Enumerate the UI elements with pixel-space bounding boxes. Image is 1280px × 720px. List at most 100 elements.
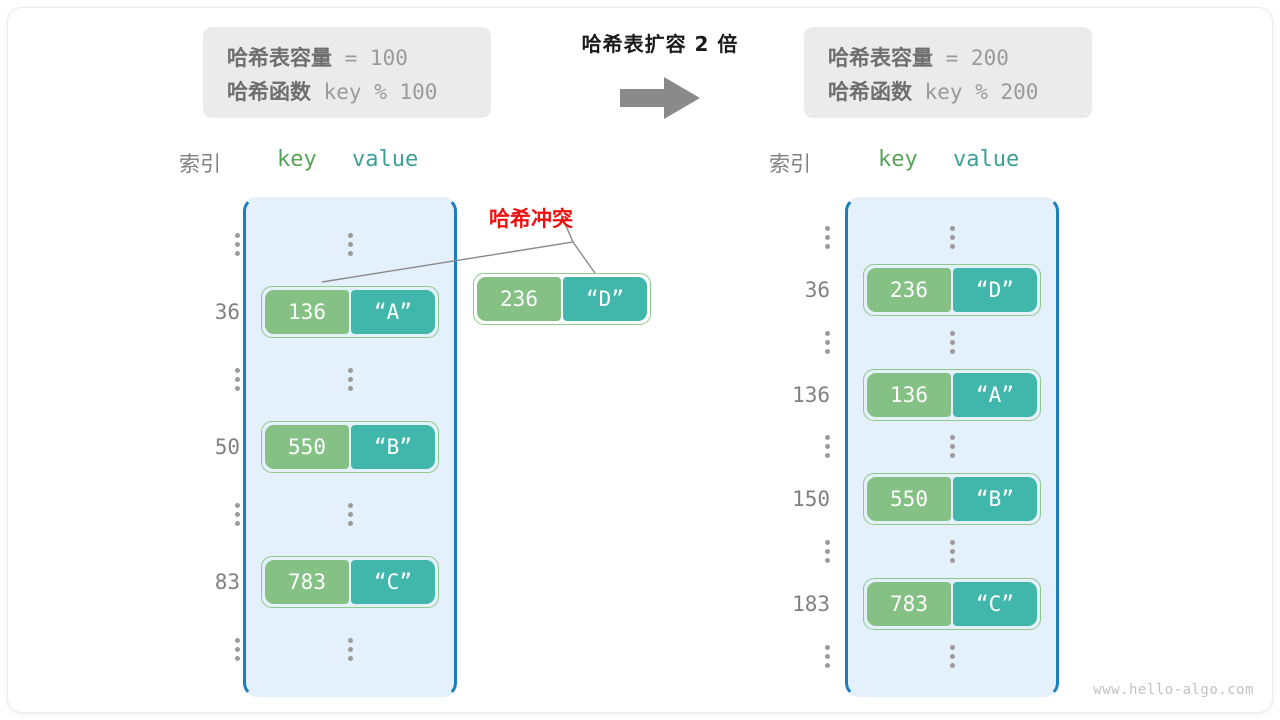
pair-key: 136 bbox=[867, 372, 951, 417]
vertical-ellipsis-icon bbox=[949, 645, 955, 669]
empty-slot bbox=[845, 421, 1059, 473]
value-header-right: value bbox=[953, 147, 1020, 172]
empty-slot bbox=[243, 481, 457, 548]
slot-column-before: 136“A” 550“B” 783“C” bbox=[243, 197, 457, 697]
vertical-ellipsis-icon bbox=[949, 435, 955, 459]
index-label: 136 bbox=[792, 382, 830, 407]
index-column-before: 36 50 83 bbox=[150, 197, 240, 697]
empty-slot bbox=[845, 526, 1059, 578]
key-header-left: key bbox=[277, 147, 317, 172]
pair-key: 550 bbox=[867, 477, 951, 522]
capacity-label-after: 哈希表容量 bbox=[828, 46, 933, 70]
index-label: 150 bbox=[792, 487, 830, 512]
capacity-value-before: = 100 bbox=[332, 46, 408, 70]
function-line-before: 哈希函数 key % 100 bbox=[227, 75, 467, 109]
capacity-value-after: = 200 bbox=[933, 46, 1009, 70]
table-row: 236“D” bbox=[845, 263, 1059, 316]
capacity-line-after: 哈希表容量 = 200 bbox=[828, 41, 1068, 75]
vertical-ellipsis-icon bbox=[235, 233, 240, 257]
pair-value: “A” bbox=[953, 372, 1037, 417]
pair-chip: 136“A” bbox=[261, 286, 439, 339]
index-ellipsis bbox=[740, 421, 830, 473]
pair-value: “C” bbox=[953, 582, 1037, 627]
floating-pair: 236 “D” bbox=[473, 273, 651, 325]
vertical-ellipsis-icon bbox=[347, 637, 353, 661]
vertical-ellipsis-icon bbox=[825, 645, 830, 669]
pair-chip: 783“C” bbox=[261, 555, 439, 608]
function-label-before: 哈希函数 bbox=[227, 80, 311, 104]
vertical-ellipsis-icon bbox=[949, 225, 955, 249]
pair-key: 783 bbox=[867, 582, 951, 627]
index-ellipsis bbox=[740, 631, 830, 683]
index-header-right: 索引 bbox=[769, 152, 811, 176]
table-row: 783“C” bbox=[243, 548, 457, 615]
index-ellipsis bbox=[740, 316, 830, 368]
pair-value: “D” bbox=[563, 277, 647, 321]
index-ellipsis bbox=[150, 616, 240, 683]
index-ellipsis bbox=[150, 346, 240, 413]
index-ellipsis bbox=[150, 211, 240, 278]
vertical-ellipsis-icon bbox=[949, 540, 955, 564]
empty-slot bbox=[845, 631, 1059, 683]
table-row: 136“A” bbox=[845, 368, 1059, 421]
right-arrow-icon bbox=[520, 75, 800, 121]
index-label: 83 bbox=[214, 569, 240, 594]
pair-key: 783 bbox=[265, 559, 349, 604]
pair-value: “C” bbox=[351, 559, 435, 604]
table-row: 136“A” bbox=[243, 278, 457, 345]
function-label-after: 哈希函数 bbox=[828, 80, 912, 104]
table-row: 550“B” bbox=[243, 413, 457, 480]
pair-key: 236 bbox=[867, 267, 951, 312]
capacity-label-before: 哈希表容量 bbox=[227, 46, 332, 70]
empty-slot bbox=[243, 346, 457, 413]
capacity-line-before: 哈希表容量 = 100 bbox=[227, 41, 467, 75]
collision-label: 哈希冲突 bbox=[489, 207, 573, 231]
page-frame bbox=[8, 8, 1272, 712]
pair-chip: 136“A” bbox=[863, 368, 1041, 421]
vertical-ellipsis-icon bbox=[347, 502, 353, 526]
function-value-before: key % 100 bbox=[311, 80, 438, 104]
index-ellipsis bbox=[150, 481, 240, 548]
transition-group: 哈希表扩容 2 倍 bbox=[520, 28, 800, 121]
vertical-ellipsis-icon bbox=[825, 540, 830, 564]
index-label: 36 bbox=[804, 277, 830, 302]
empty-slot bbox=[845, 211, 1059, 263]
empty-slot bbox=[845, 316, 1059, 368]
table-row: 783“C” bbox=[845, 578, 1059, 631]
vertical-ellipsis-icon bbox=[235, 637, 240, 661]
vertical-ellipsis-icon bbox=[235, 368, 240, 392]
index-ellipsis bbox=[740, 526, 830, 578]
vertical-ellipsis-icon bbox=[825, 435, 830, 459]
pair-chip: 550“B” bbox=[863, 473, 1041, 526]
pair-chip: 783“C” bbox=[863, 578, 1041, 631]
transition-label: 哈希表扩容 2 倍 bbox=[581, 32, 739, 56]
slot-column-after: 236“D” 136“A” 550“B” 783“C” bbox=[845, 197, 1059, 697]
pair-value: “B” bbox=[953, 477, 1037, 522]
index-label: 50 bbox=[214, 434, 240, 459]
empty-slot bbox=[243, 616, 457, 683]
empty-slot bbox=[243, 211, 457, 278]
pair-key: 136 bbox=[265, 290, 349, 335]
index-label: 36 bbox=[214, 300, 240, 325]
value-header-left: value bbox=[352, 147, 419, 172]
vertical-ellipsis-icon bbox=[347, 233, 353, 257]
index-ellipsis bbox=[740, 211, 830, 263]
vertical-ellipsis-icon bbox=[825, 330, 830, 354]
vertical-ellipsis-icon bbox=[235, 502, 240, 526]
function-value-after: key % 200 bbox=[912, 80, 1039, 104]
vertical-ellipsis-icon bbox=[949, 330, 955, 354]
pair-value: “B” bbox=[351, 424, 435, 469]
index-header-left: 索引 bbox=[179, 152, 221, 176]
function-line-after: 哈希函数 key % 200 bbox=[828, 75, 1068, 109]
pair-value: “A” bbox=[351, 290, 435, 335]
watermark: www.hello-algo.com bbox=[1093, 682, 1254, 698]
vertical-ellipsis-icon bbox=[347, 368, 353, 392]
pair-chip: 550“B” bbox=[261, 420, 439, 473]
info-box-before: 哈希表容量 = 100 哈希函数 key % 100 bbox=[203, 27, 491, 118]
key-header-right: key bbox=[878, 147, 918, 172]
info-box-after: 哈希表容量 = 200 哈希函数 key % 200 bbox=[804, 27, 1092, 118]
pair-chip: 236“D” bbox=[863, 263, 1041, 316]
table-row: 550“B” bbox=[845, 473, 1059, 526]
